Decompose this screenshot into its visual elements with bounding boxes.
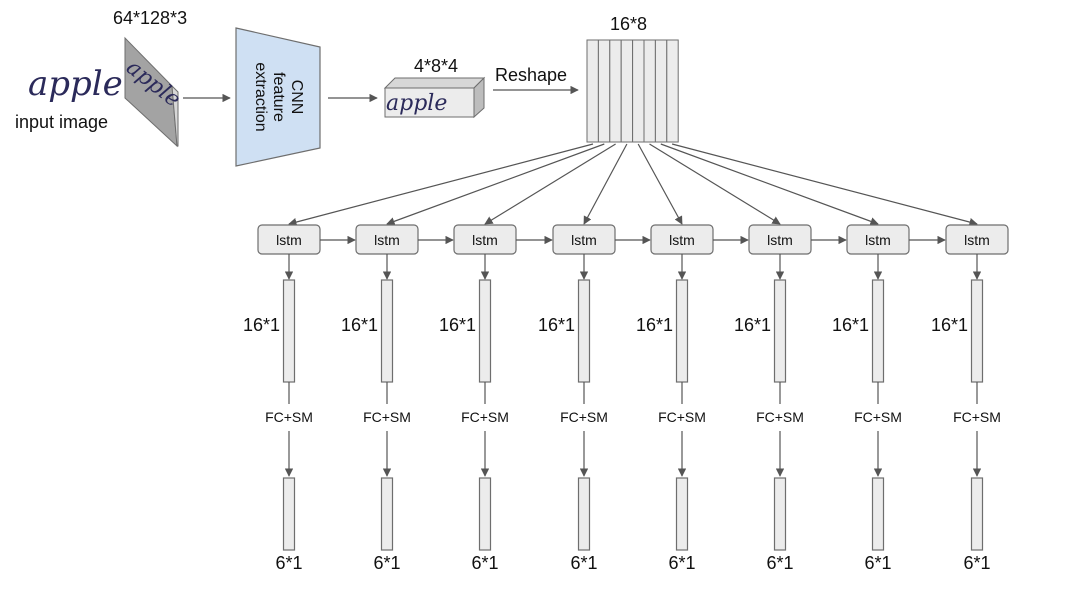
hidden-dims-label: 16*1	[931, 315, 968, 335]
hidden-vector	[970, 279, 984, 383]
output-vector	[577, 477, 591, 551]
lstm-label: lstm	[669, 232, 695, 248]
sequence-column	[643, 39, 656, 143]
output-vector	[970, 477, 984, 551]
sequence-column	[586, 39, 599, 143]
sequence-column	[597, 39, 611, 143]
fc-sm-label: FC+SM	[265, 409, 313, 425]
feature-map-handwriting: apple	[386, 91, 447, 116]
output-dims-label: 6*1	[963, 553, 990, 573]
input-dims-label: 64*128*3	[113, 8, 187, 28]
hidden-vector	[871, 279, 885, 383]
reshape-label: Reshape	[495, 65, 567, 85]
lstm-label: lstm	[276, 232, 302, 248]
hidden-dims-label: 16*1	[538, 315, 575, 335]
lstm-label: lstm	[767, 232, 793, 248]
sequence-dims-label: 16*8	[610, 14, 647, 34]
hidden-dims-label: 16*1	[832, 315, 869, 335]
lstm-label: lstm	[472, 232, 498, 248]
output-dims-label: 6*1	[471, 553, 498, 573]
output-dims-label: 6*1	[864, 553, 891, 573]
hidden-vector	[577, 279, 591, 383]
output-dims-label: 6*1	[570, 553, 597, 573]
fc-sm-label: FC+SM	[953, 409, 1001, 425]
hidden-dims-label: 16*1	[341, 315, 378, 335]
output-dims-label: 6*1	[275, 553, 302, 573]
sequence-column	[666, 39, 679, 143]
output-vector	[871, 477, 885, 551]
hidden-vector	[380, 279, 394, 383]
fanout-arrow	[637, 143, 683, 225]
hidden-dims-label: 16*1	[243, 315, 280, 335]
sequence-column	[654, 39, 668, 143]
lstm-label: lstm	[571, 232, 597, 248]
hidden-dims-label: 16*1	[439, 315, 476, 335]
sequence-column	[632, 39, 645, 143]
fanout-arrow	[660, 143, 879, 226]
cnn-block	[235, 27, 321, 167]
fanout-arrow	[288, 143, 594, 227]
hidden-vector	[282, 279, 296, 383]
fc-sm-label: FC+SM	[461, 409, 509, 425]
fanout-arrow	[386, 143, 605, 226]
feature-map-dims-label: 4*8*4	[414, 56, 458, 76]
hidden-vector	[773, 279, 787, 383]
timestep-columns: lstm 16*1FC+SM 6*1 lstm 16*1FC+SM 6*1 lstm 16*1…	[243, 224, 1009, 573]
sequence-columns	[586, 39, 679, 143]
output-dims-label: 6*1	[668, 553, 695, 573]
sequence-column	[620, 39, 634, 143]
output-dims-label: 6*1	[373, 553, 400, 573]
fc-sm-label: FC+SM	[560, 409, 608, 425]
fanout-arrow	[671, 143, 978, 227]
fanout-arrow	[649, 143, 781, 225]
fc-sm-label: FC+SM	[658, 409, 706, 425]
output-vector	[773, 477, 787, 551]
sequence-column	[609, 39, 622, 143]
output-vector	[478, 477, 492, 551]
output-vector	[675, 477, 689, 551]
output-vector	[282, 477, 296, 551]
input-image-caption: input image	[15, 112, 108, 132]
output-dims-label: 6*1	[766, 553, 793, 573]
cnn-label-line-1: CNN	[288, 80, 305, 115]
lstm-label: lstm	[865, 232, 891, 248]
hidden-dims-label: 16*1	[734, 315, 771, 335]
cnn-label-line-3: extraction	[252, 62, 269, 131]
fanout-arrows	[288, 143, 978, 227]
lstm-label: lstm	[964, 232, 990, 248]
fc-sm-label: FC+SM	[756, 409, 804, 425]
output-vector	[380, 477, 394, 551]
fanout-arrow	[583, 143, 628, 225]
hidden-dims-label: 16*1	[636, 315, 673, 335]
lstm-label: lstm	[374, 232, 400, 248]
hidden-vector	[478, 279, 492, 383]
fc-sm-label: FC+SM	[854, 409, 902, 425]
feature-map-box	[383, 76, 486, 119]
hidden-vector	[675, 279, 689, 383]
input-image-sheet	[124, 36, 179, 148]
input-handwriting: apple	[28, 64, 123, 104]
fanout-arrow	[484, 143, 616, 225]
fc-sm-label: FC+SM	[363, 409, 411, 425]
cnn-label-line-2: feature	[270, 72, 287, 122]
